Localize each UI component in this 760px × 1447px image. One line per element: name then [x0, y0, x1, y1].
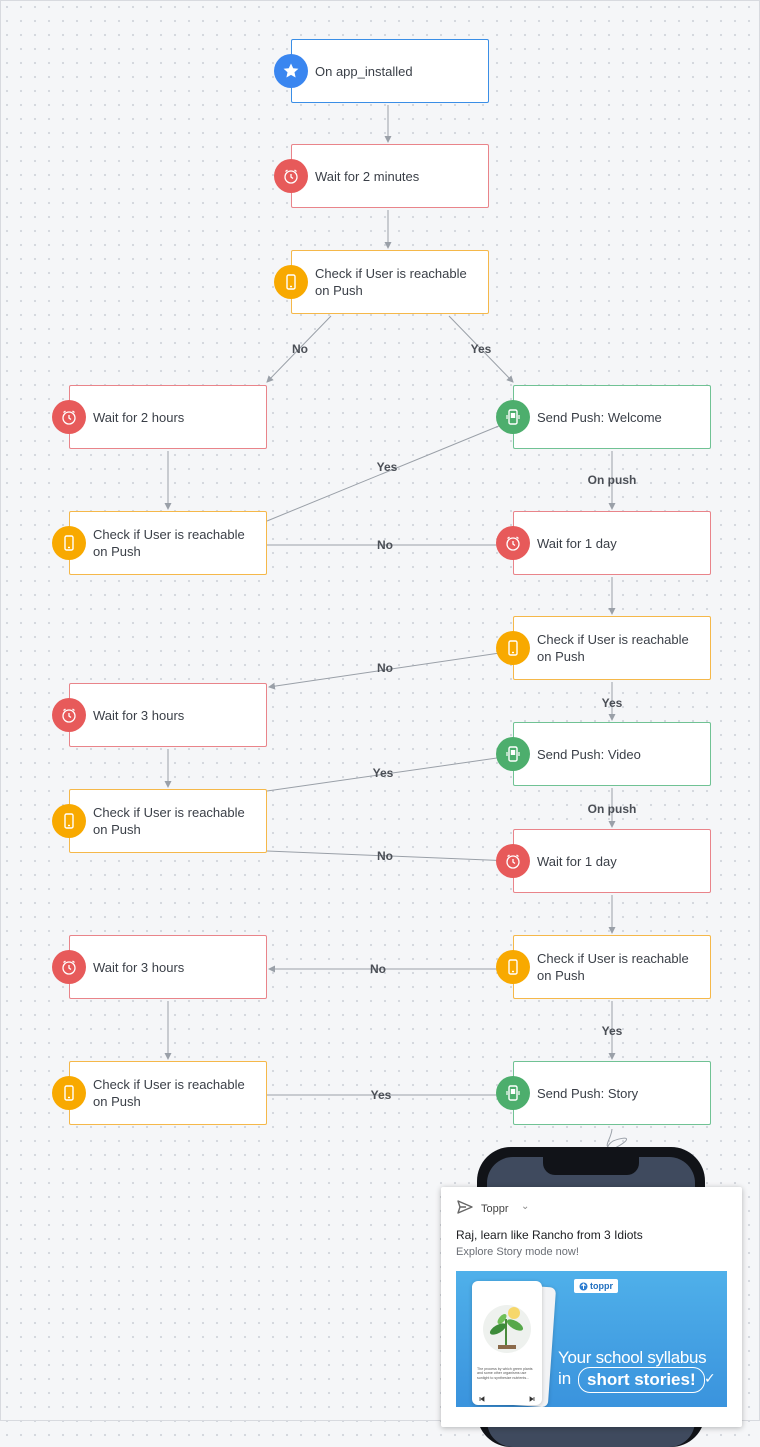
plant-illustration: [483, 1305, 531, 1353]
node-condition-n8[interactable]: Check if User is reachable on Push: [513, 616, 711, 680]
node-wait-n13[interactable]: Wait for 3 hours: [69, 935, 267, 999]
node-label: Wait for 1 day: [537, 535, 617, 551]
edge-label: On push: [587, 802, 637, 816]
clock-icon: [52, 950, 86, 984]
story-card: The process by which green plants and so…: [472, 1281, 542, 1405]
ad-headline-prefix: in: [558, 1369, 572, 1388]
clock-icon: [274, 159, 308, 193]
node-wait-n7[interactable]: Wait for 1 day: [513, 511, 711, 575]
chevron-down-icon[interactable]: ⌄: [521, 1201, 530, 1212]
node-condition-n6[interactable]: Check if User is reachable on Push: [69, 511, 267, 575]
star-icon: [274, 54, 308, 88]
phone-icon: [274, 265, 308, 299]
edge-label: Yes: [372, 766, 394, 780]
node-label: Check if User is reachable on Push: [93, 527, 245, 559]
node-label: Send Push: Video: [537, 746, 641, 762]
connector-n3-n5: [448, 315, 514, 383]
edge-label: No: [377, 849, 393, 863]
edge-label: No: [292, 342, 308, 356]
node-label: Check if User is reachable on Push: [93, 805, 245, 837]
clock-icon: [52, 698, 86, 732]
phone-icon: [496, 950, 530, 984]
ad-headline-highlight: short stories!: [578, 1367, 705, 1393]
connector-n11-n10: [266, 753, 512, 792]
notification-app-name: Toppr: [481, 1203, 509, 1215]
node-label: Wait for 2 hours: [93, 409, 185, 425]
clock-icon: [52, 400, 86, 434]
node-condition-n15[interactable]: Check if User is reachable on Push: [69, 1061, 267, 1125]
notification-body: Explore Story mode now!: [456, 1246, 579, 1258]
send-icon: [457, 1200, 473, 1214]
node-label: Check if User is reachable on Push: [537, 951, 689, 983]
node-condition-n14[interactable]: Check if User is reachable on Push: [513, 935, 711, 999]
node-label: Wait for 1 day: [537, 853, 617, 869]
node-wait-n9[interactable]: Wait for 3 hours: [69, 683, 267, 747]
node-label: Check if User is reachable on Push: [315, 266, 467, 298]
node-label: Send Push: Story: [537, 1085, 639, 1101]
phone-icon: [52, 526, 86, 560]
checkmark-icon: ✓: [704, 1370, 716, 1386]
clock-icon: [496, 526, 530, 560]
edge-label: No: [377, 661, 393, 675]
edge-label: No: [377, 538, 393, 552]
node-label: Check if User is reachable on Push: [93, 1077, 245, 1109]
brand-logo: toppr: [574, 1279, 618, 1293]
connector-n6-n5: [266, 420, 512, 522]
push-icon: [496, 737, 530, 771]
push-icon: [496, 400, 530, 434]
ad-headline-line1: Your school syllabus: [558, 1348, 707, 1367]
phone-icon: [496, 631, 530, 665]
brand-mark-icon: [579, 1282, 588, 1290]
node-action-n10[interactable]: Send Push: Video: [513, 722, 711, 786]
node-label: Check if User is reachable on Push: [537, 632, 689, 664]
clock-icon: [496, 844, 530, 878]
node-wait-n4[interactable]: Wait for 2 hours: [69, 385, 267, 449]
connector-n11-n12: [266, 850, 512, 865]
story-card-text: The process by which green plants and so…: [477, 1367, 533, 1380]
edge-label: Yes: [601, 696, 623, 710]
edge-label: Yes: [376, 460, 398, 474]
node-wait-n12[interactable]: Wait for 1 day: [513, 829, 711, 893]
story-controls: [479, 1396, 535, 1402]
push-notification-preview[interactable]: Toppr ⌄ Raj, learn like Rancho from 3 Id…: [441, 1187, 742, 1427]
node-action-n5[interactable]: Send Push: Welcome: [513, 385, 711, 449]
notification-title: Raj, learn like Rancho from 3 Idiots: [456, 1228, 643, 1242]
notification-image: The process by which green plants and so…: [456, 1271, 727, 1407]
edge-label: Yes: [370, 1088, 392, 1102]
node-wait-n2[interactable]: Wait for 2 minutes: [291, 144, 489, 208]
phone-icon: [52, 804, 86, 838]
brand-logo-text: toppr: [590, 1281, 613, 1291]
node-trigger-n1[interactable]: On app_installed: [291, 39, 489, 103]
node-label: Wait for 3 hours: [93, 959, 185, 975]
node-action-n16[interactable]: Send Push: Story: [513, 1061, 711, 1125]
edge-label: On push: [587, 473, 637, 487]
node-label: On app_installed: [315, 63, 413, 79]
phone-icon: [52, 1076, 86, 1110]
node-label: Wait for 3 hours: [93, 707, 185, 723]
node-label: Send Push: Welcome: [537, 409, 662, 425]
node-condition-n11[interactable]: Check if User is reachable on Push: [69, 789, 267, 853]
connector-n3-n4: [266, 315, 332, 383]
connector-n8-n9: [268, 650, 514, 690]
edge-label: No: [370, 962, 386, 976]
edge-label: Yes: [601, 1024, 623, 1038]
push-icon: [496, 1076, 530, 1110]
node-condition-n3[interactable]: Check if User is reachable on Push: [291, 250, 489, 314]
phone-notch: [543, 1157, 639, 1175]
edge-label: Yes: [470, 342, 492, 356]
node-label: Wait for 2 minutes: [315, 168, 420, 184]
